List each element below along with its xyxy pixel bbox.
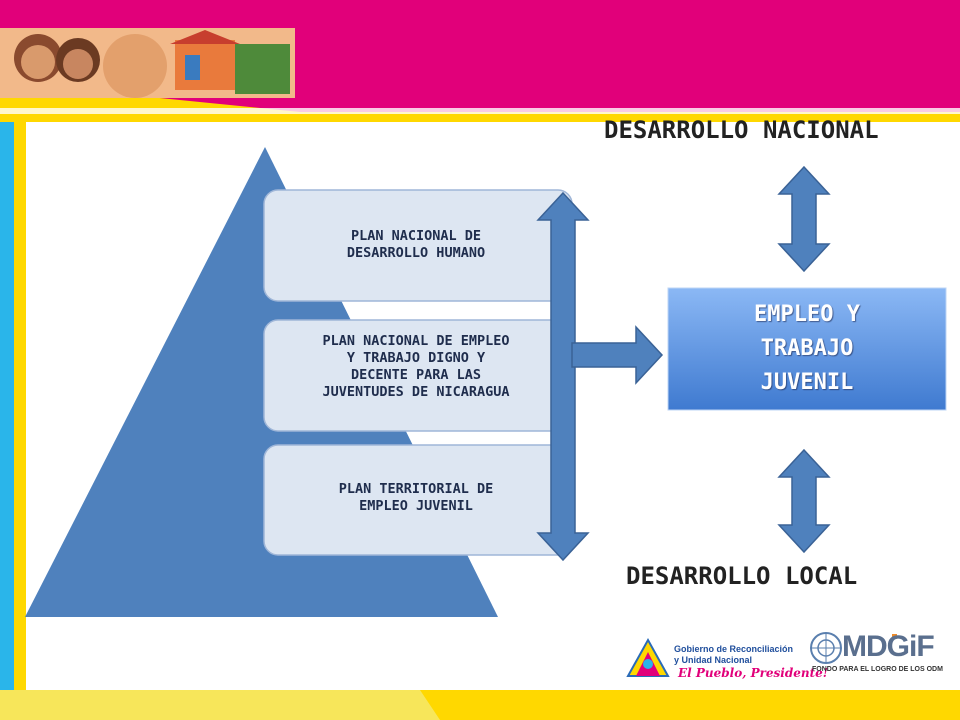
un-emblem-icon — [810, 632, 842, 664]
mdg-f-dot-icon — [892, 634, 897, 639]
plan-1-line-2: DESARROLLO HUMANO — [346, 245, 486, 261]
gov-logo-text: Gobierno de Reconciliación y Unidad Naci… — [674, 644, 793, 666]
plan-3-line-1: PLAN TERRITORIAL DE — [338, 481, 494, 497]
mdg-logo: MDGiF — [842, 630, 935, 663]
plan-1-label: PLAN NACIONAL DE DESARROLLO HUMANO — [262, 228, 570, 262]
left-cyan-stripe — [0, 122, 14, 720]
plan-1-line-1: PLAN NACIONAL DE — [350, 228, 482, 244]
header-yellow-line — [0, 114, 960, 122]
plan-3-line-2: EMPLEO JUVENIL — [359, 498, 473, 514]
header-white-line — [0, 108, 960, 114]
mdg-subtitle: FONDO PARA EL LOGRO DE LOS ODM — [812, 666, 943, 673]
center-box — [667, 287, 947, 411]
mdg-f-text: F — [916, 630, 934, 663]
top-label: DESARROLLO NACIONAL — [604, 116, 879, 144]
right-arrow — [571, 325, 664, 385]
gov-slogan: El Pueblo, Presidente! — [678, 666, 829, 680]
gov-line-1: Gobierno de Reconciliación — [674, 644, 794, 654]
header-photo-collage — [0, 28, 295, 98]
mdg-main-text: MDG — [842, 630, 910, 663]
plan-2-line-3: DECENTE PARA LAS — [350, 367, 482, 383]
plan-2-line-2: Y TRABAJO DIGNO Y — [346, 350, 486, 366]
footer-light-band — [0, 690, 440, 720]
plan-2-line-4: JUVENTUDES DE NICARAGUA — [322, 384, 510, 400]
bottom-label: DESARROLLO LOCAL — [626, 562, 858, 590]
lower-double-arrow — [777, 448, 831, 554]
center-box-label: EMPLEO Y TRABAJO JUVENIL — [668, 288, 946, 410]
center-box-line-3: JUVENIL — [760, 370, 854, 395]
plan-2-line-1: PLAN NACIONAL DE EMPLEO — [322, 333, 510, 349]
center-box-line-2: TRABAJO — [760, 336, 854, 361]
gov-logo-icon — [626, 637, 670, 677]
plan-3-label: PLAN TERRITORIAL DE EMPLEO JUVENIL — [262, 481, 570, 515]
gov-line-2: y Unidad Nacional — [674, 655, 753, 665]
plan-2-label: PLAN NACIONAL DE EMPLEO Y TRABAJO DIGNO … — [262, 333, 570, 401]
center-box-line-1: EMPLEO Y — [754, 302, 860, 327]
upper-double-arrow — [777, 165, 831, 273]
left-yellow-stripe — [14, 122, 26, 720]
vertical-double-arrow — [536, 191, 590, 562]
